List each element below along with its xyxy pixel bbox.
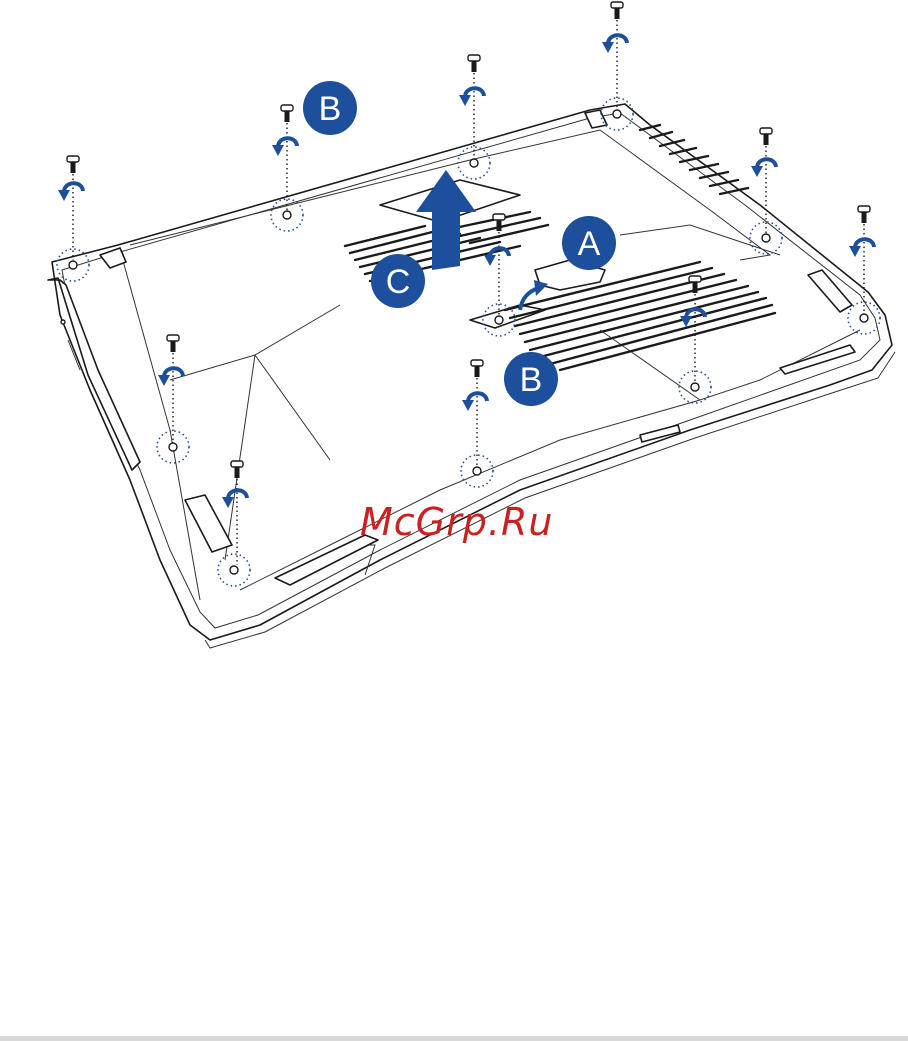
screw-shank [71, 162, 76, 173]
badge-a: A [562, 216, 616, 270]
screw-head [281, 105, 293, 111]
screw-shank [171, 341, 176, 352]
counterclockwise-arrowhead-icon [602, 42, 614, 53]
badge-b-lower: B [504, 352, 558, 406]
screw-head [858, 206, 870, 212]
screw-shank [472, 61, 477, 72]
screw-shank [615, 8, 620, 19]
screw-shank [235, 467, 240, 478]
screw-icon [58, 156, 83, 260]
screw-shank [285, 111, 290, 122]
footer-divider [0, 1036, 908, 1041]
screw-shank [862, 212, 867, 223]
screw-shank [764, 134, 769, 145]
screw-shank [475, 366, 480, 377]
screw-head [468, 55, 480, 61]
screw-head [760, 128, 772, 134]
screw-head [611, 2, 623, 8]
counterclockwise-arrowhead-icon [849, 246, 861, 257]
screw-head [471, 360, 483, 366]
screw-head [689, 276, 701, 282]
optical-drive-eject-dot [61, 320, 65, 324]
screw-shank [693, 282, 698, 293]
screw-icon [602, 2, 627, 109]
counterclockwise-arrowhead-icon [58, 190, 70, 201]
laptop-bottom-view [48, 104, 895, 648]
screw-head [493, 214, 505, 220]
badge-b-upper-label: B [319, 90, 342, 128]
badge-c-label: C [386, 263, 411, 301]
badge-b-lower-label: B [520, 361, 543, 399]
watermark-text: McGrp.Ru [360, 500, 553, 544]
screw-head [167, 335, 179, 341]
counterclockwise-arrowhead-icon [272, 145, 284, 156]
badge-b-upper: B [303, 81, 357, 135]
counterclockwise-arrowhead-icon [459, 95, 471, 106]
screw-head [231, 461, 243, 467]
screw-head [67, 156, 79, 162]
badge-c: C [371, 254, 425, 308]
counterclockwise-arrowhead-icon [751, 166, 763, 177]
screw-shank [497, 220, 502, 231]
badge-a-label: A [578, 225, 601, 263]
